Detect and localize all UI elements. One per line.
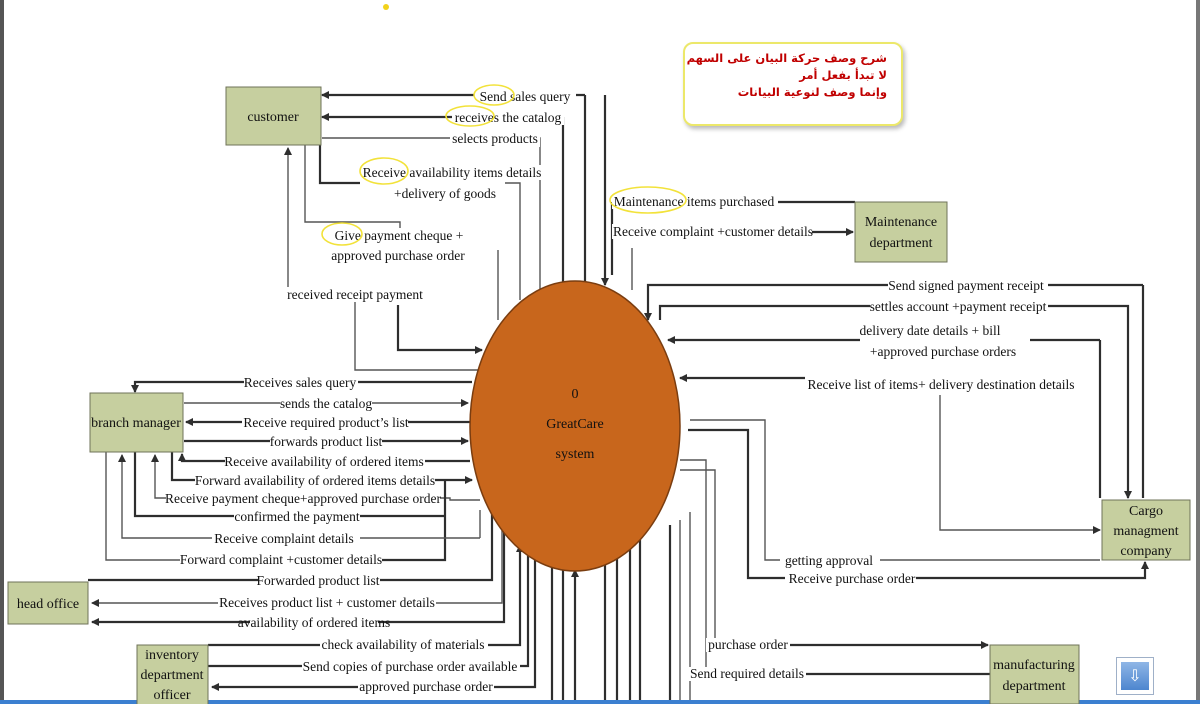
- flow-label: Receives sales query: [244, 375, 357, 390]
- flow-label: check availability of materials: [321, 637, 484, 652]
- right-border: [1196, 0, 1200, 704]
- process-circle: [469, 280, 681, 572]
- flow-label: getting approval: [785, 553, 873, 568]
- entity-label: department: [870, 236, 933, 251]
- flow-label: Receive complaint +customer details: [613, 224, 813, 239]
- flow-label: Send signed payment receipt: [888, 278, 1044, 293]
- entity-maintenance-department[interactable]: Maintenance department: [854, 201, 948, 263]
- entity-label: managment: [1113, 524, 1178, 539]
- flow-label: +delivery of goods: [394, 186, 496, 201]
- flow-label: Forward availability of ordered items de…: [195, 473, 435, 488]
- flow-label: Send copies of purchase order available: [303, 659, 518, 674]
- entity-label: department: [1003, 679, 1066, 694]
- flow-label: Maintenance items purchased: [614, 194, 775, 209]
- process-number: 0: [572, 387, 579, 402]
- flow-label: settles account +payment receipt: [870, 299, 1047, 314]
- selection-handle[interactable]: [383, 4, 389, 10]
- annotation-note: شرح وصف حركة البيان على السهم لا تبدأ بف…: [683, 42, 903, 126]
- entity-label: manufacturing: [993, 658, 1075, 673]
- flow-label: receives the catalog: [455, 110, 562, 125]
- flow-label: Receive availability items details: [363, 165, 542, 180]
- flow-label: Receives product list + customer details: [219, 595, 435, 610]
- flow-label: Receive payment cheque+approved purchase…: [165, 491, 441, 506]
- process-greatcare-system[interactable]: 0 GreatCare system: [469, 280, 681, 572]
- entity-label: head office: [17, 597, 79, 612]
- entity-head-office[interactable]: head office: [7, 581, 89, 625]
- entity-manufacturing-department[interactable]: manufacturing department: [989, 644, 1080, 704]
- flow-label: Give payment cheque +: [335, 228, 464, 243]
- highlight-annotations: [321, 84, 687, 246]
- entity-inventory-department-officer[interactable]: inventory department officer: [136, 644, 209, 704]
- flow-label: received receipt payment: [287, 287, 423, 302]
- flow-label: Forward complaint +customer details: [180, 552, 382, 567]
- flow-label: Receive purchase order: [789, 571, 916, 586]
- entity-label: Maintenance: [865, 215, 937, 230]
- entity-branch-manager[interactable]: branch manager: [89, 392, 184, 453]
- entity-cargo-company[interactable]: Cargo managment company: [1101, 499, 1191, 561]
- entity-label: inventory: [145, 648, 199, 663]
- flow-label: confirmed the payment: [234, 509, 359, 524]
- entity-label: officer: [153, 688, 190, 703]
- note-line: وإنما وصف لنوعية البيانات: [737, 85, 887, 99]
- flow-label: forwards product list: [270, 434, 383, 449]
- flow-label: Send sales query: [480, 89, 571, 104]
- flow-label: approved purchase order: [331, 248, 465, 263]
- scroll-down-button[interactable]: ⇩: [1116, 657, 1154, 695]
- entity-label: company: [1120, 544, 1171, 559]
- flow-label: Receive required product’s list: [243, 415, 409, 430]
- entity-label: branch manager: [91, 416, 181, 431]
- entity-customer[interactable]: customer: [225, 86, 322, 146]
- flow-label: +approved purchase orders: [870, 344, 1016, 359]
- flow-label: sends the catalog: [280, 396, 372, 411]
- flow-label: Receive list of items+ delivery destinat…: [807, 377, 1074, 392]
- entity-label: department: [141, 668, 204, 683]
- flow-label: Receive complaint details: [214, 531, 353, 546]
- left-border: [0, 0, 4, 704]
- arrow-down-icon: ⇩: [1121, 662, 1149, 690]
- process-name-line2: system: [556, 447, 595, 462]
- flow-label: selects products: [452, 131, 538, 146]
- note-line: شرح وصف حركة البيان على السهم: [686, 51, 887, 65]
- flow-label: purchase order: [708, 637, 788, 652]
- flow-label: Forwarded product list: [257, 573, 380, 588]
- flow-label: Send required details: [690, 666, 804, 681]
- entity-label: customer: [247, 110, 299, 125]
- flow-label: approved purchase order: [359, 679, 493, 694]
- flow-label: availability of ordered items: [238, 615, 391, 630]
- flow-labels: Send sales query receives the catalog se…: [165, 89, 1076, 694]
- flow-label: delivery date details + bill: [859, 323, 1000, 338]
- bottom-bar: [0, 700, 1200, 704]
- process-name-line1: GreatCare: [546, 417, 604, 432]
- entity-label: Cargo: [1129, 504, 1163, 519]
- flow-label: Receive availability of ordered items: [224, 454, 423, 469]
- note-line: لا تبدأ بفعل أمر: [799, 68, 887, 82]
